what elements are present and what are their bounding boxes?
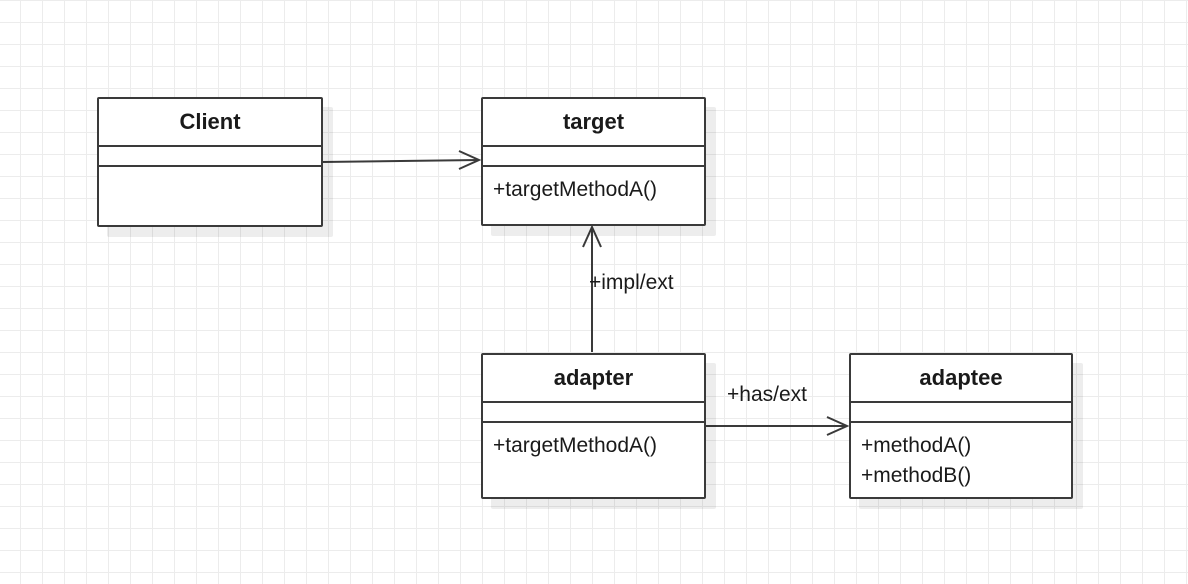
client-to-target-arrow[interactable] (321, 150, 482, 170)
class-client-methods (99, 167, 321, 175)
class-target[interactable]: target +targetMethodA() (481, 97, 706, 226)
class-target-method: +targetMethodA() (493, 178, 658, 201)
class-adapter-attributes (483, 403, 704, 423)
class-adaptee[interactable]: adaptee +methodA() +methodB() (849, 353, 1073, 499)
class-client-name: Client (99, 99, 321, 147)
class-adaptee-methods: +methodA() +methodB() (851, 423, 1071, 491)
relation-label-impl-ext: +impl/ext (589, 271, 674, 294)
class-client-attributes (99, 147, 321, 167)
class-client[interactable]: Client (97, 97, 323, 227)
class-adaptee-name: adaptee (851, 355, 1071, 403)
class-adaptee-attributes (851, 403, 1071, 423)
class-target-attributes (483, 147, 704, 167)
relation-label-has-ext: +has/ext (727, 383, 807, 406)
adapter-to-adaptee-arrow[interactable] (705, 416, 850, 436)
class-adaptee-method: +methodA() (861, 434, 972, 457)
class-adapter-name: adapter (483, 355, 704, 403)
class-adapter-method: +targetMethodA() (493, 434, 658, 457)
class-adapter-methods: +targetMethodA() (483, 423, 704, 461)
class-target-name: target (483, 99, 704, 147)
class-target-methods: +targetMethodA() (483, 167, 704, 205)
class-adaptee-method: +methodB() (861, 464, 972, 487)
class-adapter[interactable]: adapter +targetMethodA() (481, 353, 706, 499)
